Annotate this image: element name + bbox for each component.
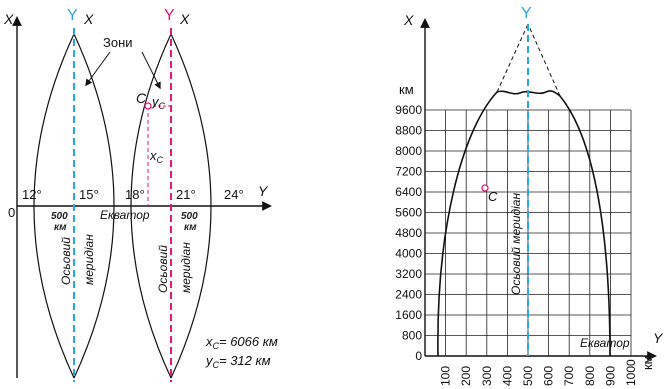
point-c-marker [144,102,152,110]
km500-label-1-value: 500 [51,211,68,222]
x-tick-label: 600 [542,366,556,386]
x-tick-label: 700 [562,366,576,386]
y-tick-label: 4800 [395,226,422,240]
right-axial-meridian-label: Осьовий меридіан [509,193,523,295]
zones-label: Зони [103,35,133,50]
zone-1-right-boundary [73,33,115,379]
y-tick-label: 3200 [395,267,422,281]
right-y-axis-label: Y [653,330,664,346]
y-tick-label: 2400 [395,288,422,302]
meridian-1-x-label: X [83,11,94,27]
x-tick-label: 900 [603,366,617,386]
meridian-2-vertical-label-line1: Осьовий [156,245,170,293]
x-tick-label: 800 [583,366,597,386]
degree-label-15: 15° [79,187,99,202]
y-tick-label: 800 [402,329,422,343]
left-equator-label: Екватор [100,208,150,222]
km500-label-1-unit: км [54,222,67,233]
x-tick-label: 200 [459,366,473,386]
convergence-line-left [496,23,529,93]
x-tick-label: 400 [500,366,514,386]
right-point-c-label: C [488,189,498,204]
meridian-1-vertical-label-line1: Осьовий [59,237,73,285]
degree-label-18: 18° [125,187,145,202]
zone-1-left-boundary [33,33,75,379]
meridian-1-y-label: Y [67,7,78,24]
right-top-y-label: Y [521,5,532,22]
degree-label-21: 21° [176,187,196,202]
meridian-2-x-label: X [179,11,190,27]
zone-boundary-curve [437,90,611,357]
right-diagram: X Y Y км км Осьовий меридіан C Екватор 9… [395,5,664,386]
y-tick-label: 7200 [395,165,422,179]
right-point-c-marker [481,184,489,192]
zones-arrow-2 [141,51,161,90]
right-x-axis-label: X [403,12,414,28]
x-tick-label: 1000 [624,359,638,386]
km500-label-2-value: 500 [181,211,198,222]
point-c-x-label: xC [149,148,164,165]
y-tick-label: 4000 [395,247,422,261]
left-x-axis-label: X [3,11,14,27]
meridian-2-vertical-label-line2: меридіан [179,242,193,293]
formula-x: xC= 6066 км [205,334,278,351]
meridian-1-vertical-label-line2: меридіан [82,234,96,285]
point-c-y-label: yC [151,94,166,111]
zones-arrow-1 [85,51,111,87]
right-x-tick-labels: 100 200 300 400 500 600 700 800 900 1000 [439,359,638,386]
y-tick-label: 9600 [395,103,422,117]
point-c-label: C [136,90,147,106]
degree-label-12: 12° [22,187,42,202]
meridian-2-y-label: Y [164,7,175,24]
x-tick-label: 500 [521,366,535,386]
x-tick-label: 100 [439,366,453,386]
zone-2-right-boundary [170,33,212,379]
left-y-axis-label: Y [258,183,269,199]
y-tick-label: 0 [415,349,422,363]
y-tick-label: 5600 [395,206,422,220]
y-tick-label: 6400 [395,185,422,199]
degree-label-24: 24° [224,187,244,202]
right-equator-label: Екватор [580,336,630,350]
convergence-line-right [527,23,561,97]
right-km-label-bottom: км [640,355,655,370]
y-tick-label: 1600 [395,308,422,322]
y-tick-label: 8800 [395,124,422,138]
formula-y: yC= 312 км [205,353,271,370]
left-diagram: X Y 0 Y X Y X Зони C yC xC 12° 15° 18° 2… [3,7,278,382]
y-tick-label: 8000 [395,144,422,158]
right-y-tick-labels: 9600880080007200640056004800400032002400… [395,103,422,363]
left-origin-label: 0 [8,205,15,220]
zone-2-left-boundary [130,33,172,379]
km500-label-2-unit: км [184,222,197,233]
x-tick-label: 300 [480,366,494,386]
right-km-label-left: км [399,82,414,97]
coordinate-grid [425,109,632,356]
